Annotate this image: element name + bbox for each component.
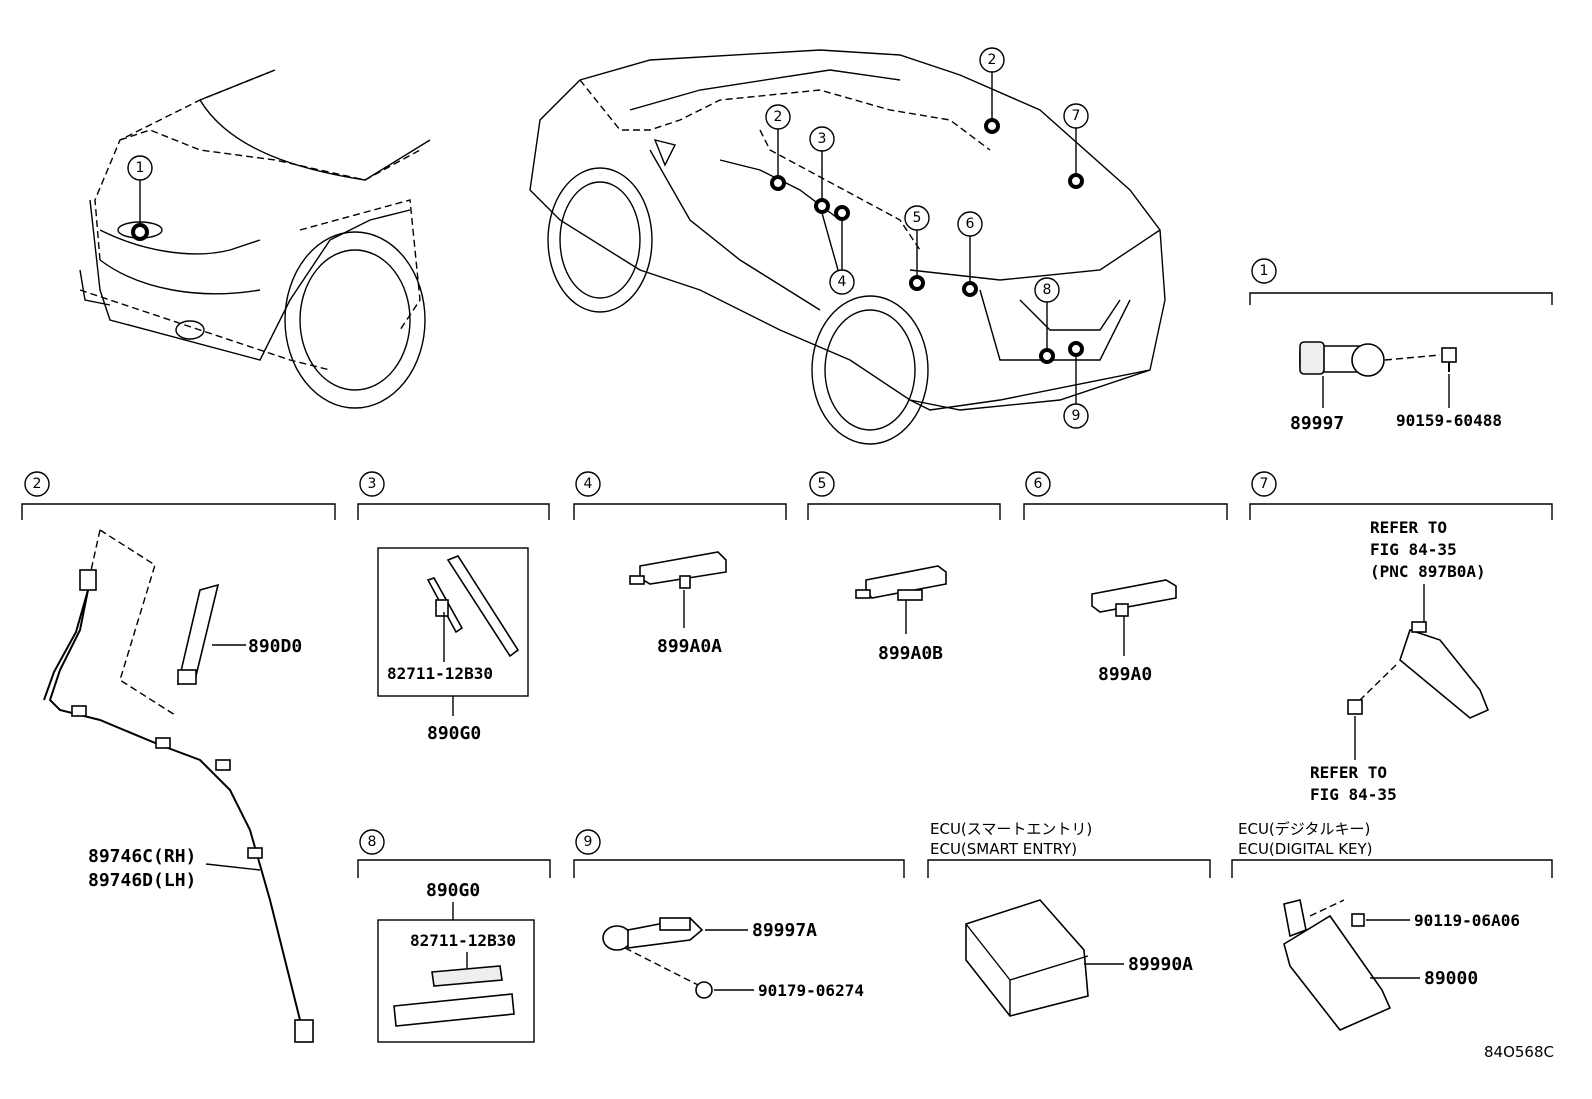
ecu-smart-en-label: ECU(SMART ENTRY) [930, 840, 1077, 858]
part-890G0-s8: 890G0 [426, 880, 480, 901]
part-89746C-RH: 89746C(RH) [88, 846, 196, 867]
section-1-number: 1 [1260, 263, 1269, 279]
section-ecu-digital-key: ECU(デジタルキー) ECU(DIGITAL KEY) 90119-06A06… [1231, 820, 1553, 1031]
section-2: 2 890D0 89746C(RH) 89746D(LH) [21, 471, 336, 1043]
front-vehicle-illustration: 1 [79, 69, 431, 409]
callout-2-interior: 2 [774, 109, 783, 125]
figure-id: 84O568C [1484, 1043, 1554, 1061]
section-6-number: 6 [1034, 476, 1043, 492]
rear-handle-part [602, 917, 704, 951]
section-3-number: 3 [368, 476, 377, 492]
part-89997A: 89997A [752, 920, 817, 941]
ecu-smart-jp-label: ECU(スマートエントリ) [930, 820, 1092, 838]
nut-part [695, 981, 713, 999]
rear-vehicle-illustration: 2 7 2 3 4 5 6 8 9 [529, 47, 1166, 445]
section-4-number: 4 [584, 476, 593, 492]
part-90179-06274: 90179-06274 [758, 981, 864, 1000]
part-90159-60488: 90159-60488 [1396, 411, 1502, 430]
ref-1-line-2: FIG 84-35 [1370, 540, 1457, 559]
section-9: 9 89997A 90179-06274 [573, 829, 905, 1000]
ref-2-line-1: REFER TO [1310, 763, 1387, 782]
callout-9: 9 [1072, 408, 1081, 424]
screw-part [1347, 699, 1363, 715]
part-899A0B: 899A0B [878, 643, 943, 664]
part-89990A: 89990A [1128, 954, 1193, 975]
part-890D0: 890D0 [248, 636, 302, 657]
part-82711-12B30-s8: 82711-12B30 [410, 931, 516, 950]
part-89000: 89000 [1424, 968, 1478, 989]
section-ecu-smart-entry: ECU(スマートエントリ) ECU(SMART ENTRY) 89990A [927, 820, 1211, 1017]
section-8: 8 890G0 82711-12B30 [357, 829, 551, 1043]
part-89997: 89997 [1290, 413, 1344, 434]
door-handle-part [1299, 341, 1441, 377]
part-890G0-s3: 890G0 [427, 723, 481, 744]
section-4: 4 899A0A [573, 471, 787, 657]
callout-3: 3 [818, 131, 827, 147]
section-1: 1 89997 90159-60488 [1249, 258, 1553, 434]
section-8-number: 8 [368, 834, 377, 850]
antenna-cable [43, 569, 314, 1043]
ecu-digital-en-label: ECU(DIGITAL KEY) [1238, 840, 1373, 858]
section-2-number: 2 [33, 476, 42, 492]
digital-key-ecu-box [1283, 899, 1392, 1031]
key-blade-part [426, 555, 520, 658]
part-90119-06A06: 90119-06A06 [1414, 911, 1520, 930]
callout-2-roof: 2 [988, 52, 997, 68]
bolt-part [1441, 347, 1457, 372]
ref-1-line-1: REFER TO [1370, 518, 1447, 537]
callout-4: 4 [838, 274, 847, 290]
bracket-part [1399, 621, 1490, 719]
antenna-890D0 [176, 583, 220, 686]
part-89746D-LH: 89746D(LH) [88, 870, 196, 891]
ref-1-line-3: (PNC 897B0A) [1370, 562, 1486, 581]
oscillator-899A0 [1091, 579, 1177, 617]
oscillator-899A0A [629, 551, 727, 589]
section-7-number: 7 [1260, 476, 1269, 492]
callout-8: 8 [1043, 282, 1052, 298]
section-5: 5 899A0B [807, 471, 1001, 664]
ecu-digital-jp-label: ECU(デジタルキー) [1238, 820, 1370, 838]
part-899A0: 899A0 [1098, 664, 1152, 685]
ref-2-line-2: FIG 84-35 [1310, 785, 1397, 804]
section-7: 7 REFER TO FIG 84-35 (PNC 897B0A) REFER … [1249, 471, 1553, 804]
section-5-number: 5 [818, 476, 827, 492]
card-key-parts [393, 965, 515, 1027]
oscillator-899A0B [855, 565, 947, 601]
part-899A0A: 899A0A [657, 636, 722, 657]
callout-1-front: 1 [136, 160, 145, 176]
section-9-number: 9 [584, 834, 593, 850]
smart-ecu-box [965, 899, 1089, 1017]
part-82711-12B30-s3: 82711-12B30 [387, 664, 493, 683]
callout-5: 5 [913, 210, 922, 226]
section-3: 3 82711-12B30 890G0 [357, 471, 550, 744]
callout-7: 7 [1072, 108, 1081, 124]
section-6: 6 899A0 [1023, 471, 1228, 685]
screw-90119 [1351, 913, 1365, 927]
callout-6: 6 [966, 216, 975, 232]
